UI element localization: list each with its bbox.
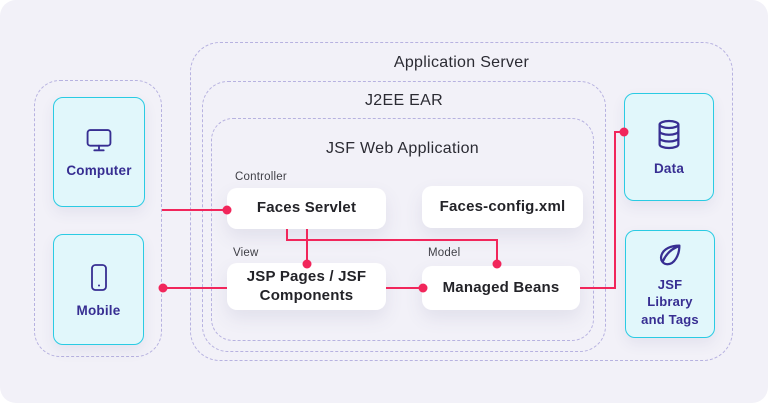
connector-dot-jsp-pages-top xyxy=(302,259,312,269)
connector-dot-data-left xyxy=(619,127,629,137)
connector-horizontal-to-data xyxy=(614,131,624,133)
connector-controller-to-model-horizontal xyxy=(286,239,498,241)
faces-servlet-label: Faces Servlet xyxy=(256,199,357,217)
jsf-web-application-container: JSF Web Application xyxy=(211,118,594,341)
connector-dot-managed-beans-left xyxy=(418,283,428,293)
connector-dot-mobile-right xyxy=(158,283,168,293)
connector-faces-servlet-drop-left xyxy=(286,229,288,241)
connector-drop-to-managed-beans xyxy=(496,239,498,264)
monitor-icon xyxy=(86,128,112,151)
data-card-label: Data xyxy=(653,161,685,176)
data-card: Data xyxy=(624,93,714,201)
jsf-library-card: JSF Library and Tags xyxy=(625,230,715,338)
connector-dot-managed-beans-top xyxy=(492,259,502,269)
computer-card: Computer xyxy=(53,97,145,207)
connector-dot-faces-servlet-left xyxy=(222,205,232,215)
connector-vertical-to-data xyxy=(614,131,616,289)
jsf-web-application-title: JSF Web Application xyxy=(325,140,480,157)
faces-config-box: Faces-config.xml xyxy=(422,186,583,228)
connector-computer-to-faces-servlet xyxy=(162,209,227,211)
managed-beans-label: Managed Beans xyxy=(442,278,560,296)
application-server-title: Application Server xyxy=(393,54,530,71)
clients-group-container xyxy=(34,80,162,357)
mobile-card: Mobile xyxy=(53,234,144,345)
database-icon xyxy=(658,119,680,150)
faces-servlet-box: Faces Servlet xyxy=(227,188,386,229)
connector-mobile-to-jsp-pages xyxy=(163,287,227,289)
jsf-library-card-label: JSF Library and Tags xyxy=(641,276,699,327)
j2ee-ear-title: J2EE EAR xyxy=(365,92,443,109)
mobile-card-label: Mobile xyxy=(76,302,121,318)
smartphone-icon xyxy=(90,263,107,291)
connector-managed-beans-right xyxy=(580,287,616,289)
model-label: Model xyxy=(428,247,461,259)
controller-label: Controller xyxy=(235,171,287,183)
jsp-pages-box: JSP Pages / JSF Components xyxy=(227,263,386,310)
jsp-pages-label: JSP Pages / JSF Components xyxy=(246,267,367,304)
leaf-icon xyxy=(659,244,681,266)
managed-beans-box: Managed Beans xyxy=(422,266,580,310)
connector-faces-servlet-to-jsp-pages xyxy=(306,229,308,264)
j2ee-ear-container: J2EE EAR xyxy=(202,81,606,352)
view-label: View xyxy=(233,247,259,259)
application-server-container: Application Server xyxy=(190,42,733,361)
faces-config-label: Faces-config.xml xyxy=(439,197,566,215)
computer-card-label: Computer xyxy=(66,162,132,178)
connector-jsp-pages-to-managed-beans xyxy=(386,287,423,289)
